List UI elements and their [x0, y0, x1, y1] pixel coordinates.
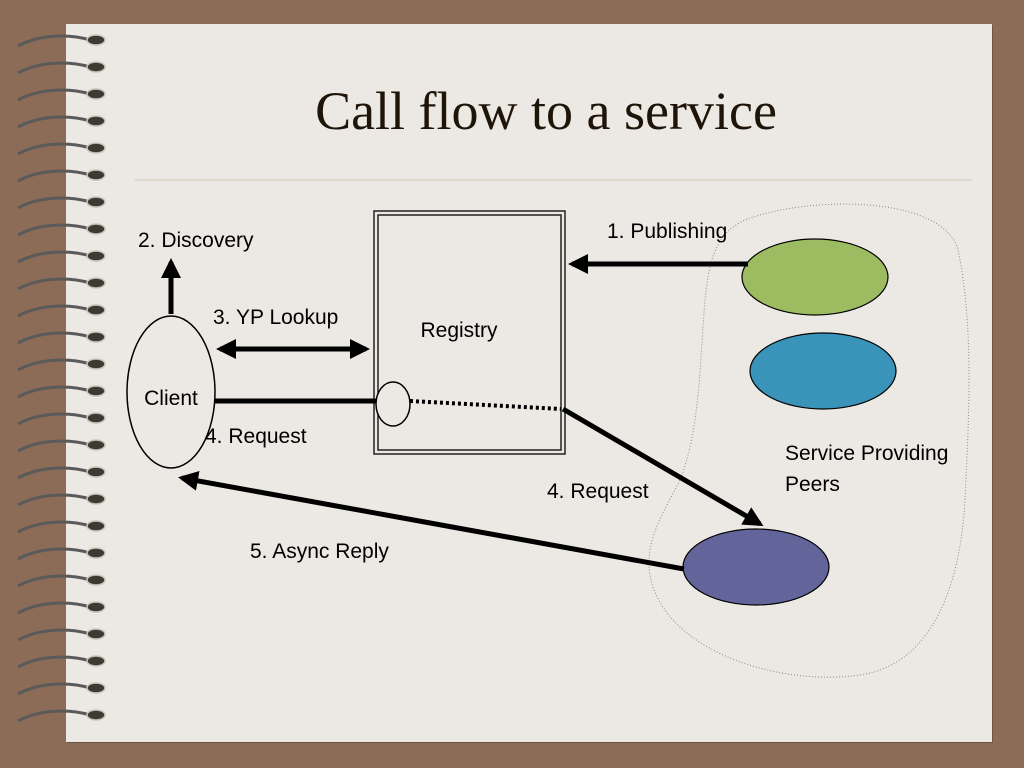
- spiral-hole: [86, 169, 106, 181]
- spiral-ring: [17, 655, 91, 669]
- spiral-ring: [17, 385, 91, 399]
- spiral-ring: [17, 88, 91, 102]
- spiral-ring: [17, 412, 91, 426]
- request-peer-arrow: [561, 406, 764, 527]
- publishing-label: 1. Publishing: [607, 220, 727, 243]
- yp-lookup-label: 3. YP Lookup: [213, 306, 338, 329]
- spiral-hole: [86, 223, 106, 235]
- spiral-ring: [17, 331, 91, 345]
- spiral-binding: [17, 34, 106, 723]
- spiral-hole: [86, 250, 106, 262]
- spiral-hole: [86, 547, 106, 559]
- spiral-ring: [17, 169, 91, 183]
- spiral-hole: [86, 574, 106, 586]
- spiral-hole: [86, 142, 106, 154]
- spiral-hole: [86, 304, 106, 316]
- spiral-hole: [86, 412, 106, 424]
- spiral-ring: [17, 277, 91, 291]
- async-reply-arrow: [178, 471, 685, 572]
- spiral-hole: [86, 466, 106, 478]
- spiral-ring: [17, 304, 91, 318]
- peers-group-label-line2: Peers: [785, 473, 840, 496]
- spiral-hole: [86, 358, 106, 370]
- spiral-ring: [17, 628, 91, 642]
- spiral-hole: [86, 682, 106, 694]
- discovery-label: 2. Discovery: [138, 229, 254, 252]
- spiral-hole: [86, 196, 106, 208]
- spiral-ring: [17, 547, 91, 561]
- spiral-ring: [17, 115, 91, 129]
- spiral-ring: [17, 601, 91, 615]
- spiral-hole: [86, 709, 106, 721]
- peer-purple: [682, 528, 830, 606]
- request-client-label: 4. Request: [205, 425, 307, 448]
- peers-group-label: Service Providing Peers: [785, 442, 954, 496]
- spiral-ring: [17, 250, 91, 264]
- spiral-hole: [86, 655, 106, 667]
- async-reply-label: 5. Async Reply: [250, 540, 389, 563]
- peers-group-label-line1: Service Providing: [785, 442, 948, 465]
- spiral-ring: [17, 574, 91, 588]
- spiral-hole: [86, 493, 106, 505]
- peer-green: [741, 238, 889, 316]
- registry-box-outer: [373, 210, 566, 455]
- slide-title: Call flow to a service: [315, 81, 777, 141]
- spiral-ring: [17, 439, 91, 453]
- spiral-hole: [86, 115, 106, 127]
- spiral-ring: [17, 34, 91, 48]
- spiral-ring: [17, 682, 91, 696]
- spiral-ring: [17, 709, 91, 723]
- spiral-hole: [86, 601, 106, 613]
- spiral-hole: [86, 277, 106, 289]
- spiral-ring: [17, 520, 91, 534]
- spiral-ring: [17, 466, 91, 480]
- spiral-hole: [86, 331, 106, 343]
- spiral-hole: [86, 34, 106, 46]
- spiral-ring: [17, 493, 91, 507]
- spiral-ring: [17, 223, 91, 237]
- spiral-hole: [86, 628, 106, 640]
- registry-box: [377, 214, 562, 451]
- spiral-ring: [17, 196, 91, 210]
- client-node: [126, 315, 216, 469]
- registry-endpoint: [375, 381, 411, 427]
- client-label: Client: [144, 387, 198, 410]
- spiral-ring: [17, 358, 91, 372]
- spiral-hole: [86, 61, 106, 73]
- registry-forward-dotted: [409, 399, 562, 411]
- spiral-hole: [86, 439, 106, 451]
- spiral-hole: [86, 88, 106, 100]
- spiral-ring: [17, 61, 91, 75]
- registry-label: Registry: [420, 319, 498, 342]
- spiral-hole: [86, 385, 106, 397]
- peer-teal: [749, 332, 897, 410]
- spiral-hole: [86, 520, 106, 532]
- spiral-ring: [17, 142, 91, 156]
- request-peer-label: 4. Request: [547, 480, 649, 503]
